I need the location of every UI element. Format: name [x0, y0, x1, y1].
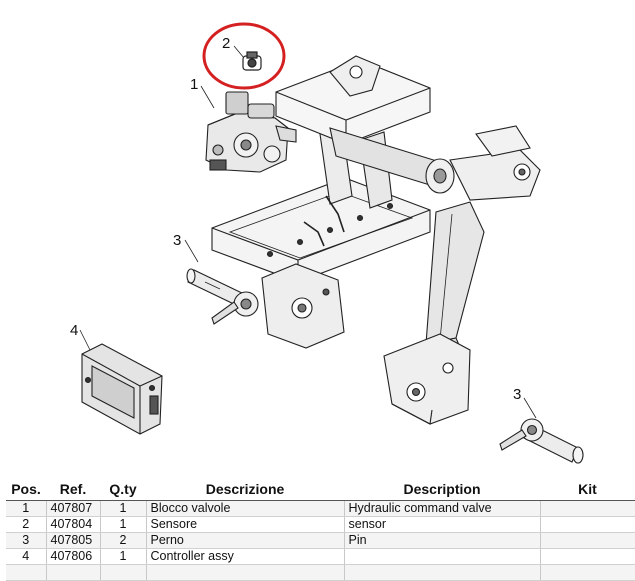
sensor-part: [233, 45, 262, 71]
table-row: [6, 564, 635, 581]
cell-descrizione: [146, 564, 345, 581]
callout-3-right: 3: [513, 386, 522, 403]
table-row: 2 407804 1 Sensore sensor: [6, 516, 635, 533]
header-kit: Kit: [540, 478, 635, 501]
cell-ref: [46, 564, 101, 581]
cell-description: sensor: [344, 516, 541, 533]
header-descrizione: Descrizione: [146, 478, 344, 501]
cell-kit: [540, 532, 635, 549]
valve-block-part: [200, 85, 297, 173]
cell-pos: 3: [6, 532, 47, 549]
main-frame-assembly: [211, 55, 541, 425]
cell-description: Hydraulic command valve: [344, 500, 541, 517]
cell-description: [344, 548, 541, 565]
header-qty: Q.ty: [100, 478, 146, 501]
cell-ref: 407806: [46, 548, 101, 565]
cell-ref: 407804: [46, 516, 101, 533]
header-ref: Ref.: [46, 478, 100, 501]
table-header-row: Pos. Ref. Q.ty Descrizione Description K…: [6, 478, 635, 501]
cell-ref: 407807: [46, 500, 101, 517]
parts-table: Pos. Ref. Q.ty Descrizione Description K…: [6, 478, 635, 581]
cell-qty: 1: [100, 548, 147, 565]
callout-2: 2: [222, 35, 231, 52]
cell-kit: [540, 516, 635, 533]
exploded-parts-drawing: [79, 22, 584, 464]
header-pos: Pos.: [6, 478, 46, 501]
cell-qty: 2: [100, 532, 147, 549]
callout-3-left: 3: [173, 232, 182, 249]
table-row: 4 407806 1 Controller assy: [6, 548, 635, 565]
callout-4: 4: [70, 322, 79, 339]
cell-qty: 1: [100, 516, 147, 533]
callout-1: 1: [190, 76, 199, 93]
header-description: Description: [344, 478, 540, 501]
cell-ref: 407805: [46, 532, 101, 549]
cell-kit: [540, 548, 635, 565]
table-row: 1 407807 1 Blocco valvole Hydraulic comm…: [6, 500, 635, 517]
cell-pos: 4: [6, 548, 47, 565]
cell-qty: [100, 564, 147, 581]
cell-descrizione: Sensore: [146, 516, 345, 533]
cell-descrizione: Controller assy: [146, 548, 345, 565]
cell-descrizione: Blocco valvole: [146, 500, 345, 517]
cell-descrizione: Perno: [146, 532, 345, 549]
cell-qty: 1: [100, 500, 147, 517]
cell-kit: [540, 564, 635, 581]
cell-pos: 2: [6, 516, 47, 533]
table-row: 3 407805 2 Perno Pin: [6, 532, 635, 549]
cell-pos: [6, 564, 47, 581]
pin-part-right: [499, 397, 584, 464]
cell-description: [344, 564, 541, 581]
pin-part-left: [184, 239, 259, 325]
cell-pos: 1: [6, 500, 47, 517]
cell-kit: [540, 500, 635, 517]
highlight-circle: [202, 22, 286, 90]
cell-description: Pin: [344, 532, 541, 549]
controller-assy-part: [79, 329, 163, 435]
